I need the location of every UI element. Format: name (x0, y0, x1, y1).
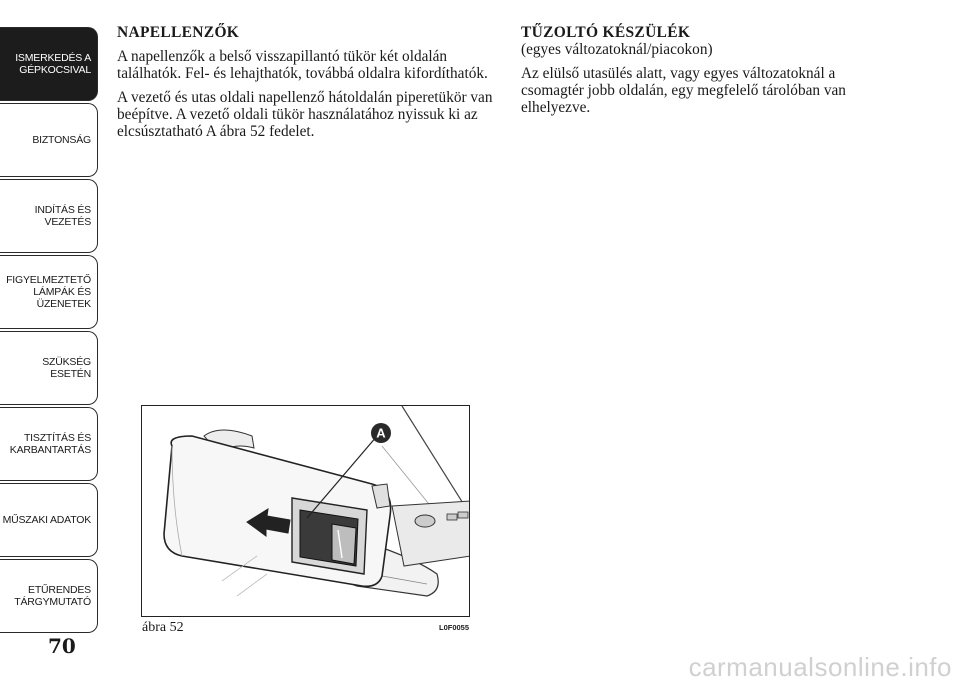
left-column: NAPELLENZŐK A napellenzők a belső vissza… (117, 24, 497, 140)
figure-caption: ábra 52 (142, 620, 184, 635)
tab-muszaki[interactable]: MŰSZAKI ADATOK (0, 483, 98, 557)
tab-label: SZÜKSÉG ESETÉN (42, 356, 91, 380)
page-number: 70 (48, 634, 76, 658)
tab-szukseg[interactable]: SZÜKSÉG ESETÉN (0, 331, 98, 405)
paragraph: Az elülső utasülés alatt, vagy egyes vál… (521, 65, 846, 116)
tab-label: BIZTONSÁG (32, 134, 91, 146)
tab-label: INDÍTÁS ÉS VEZETÉS (34, 204, 92, 228)
sun-visor-drawing: A (163, 406, 469, 597)
right-column: TŰZOLTÓ KÉSZÜLÉK (egyes változatoknál/pi… (521, 24, 901, 116)
tab-label: ETŰRENDES TÁRGYMUTATÓ (14, 584, 91, 608)
tab-ismerkedes[interactable]: ISMERKEDÉS A GÉPKOCSIVAL (0, 27, 98, 101)
sun-visor-illustration: A (141, 405, 470, 617)
tab-label: ISMERKEDÉS A GÉPKOCSIVAL (15, 52, 91, 76)
watermark-text: carmanualsonline.info (688, 652, 952, 682)
tab-label: TISZTÍTÁS ÉS KARBANTARTÁS (9, 432, 91, 456)
callout-a-label: A (376, 426, 386, 441)
tab-figyelmezteto[interactable]: FIGYELMEZTETŐ LÁMPÁK ÉS ÜZENETEK (0, 255, 98, 329)
tab-label: MŰSZAKI ADATOK (2, 514, 92, 526)
tab-biztonsag[interactable]: BIZTONSÁG (0, 103, 98, 177)
callout-a-badge (371, 423, 391, 443)
section-subheading: (egyes változatoknál/piacokon) (521, 41, 713, 58)
figure-code: L0F0055 (439, 623, 470, 632)
paragraph: A napellenzők a belső visszapillantó tük… (117, 48, 488, 82)
tab-inditas[interactable]: INDÍTÁS ÉS VEZETÉS (0, 179, 98, 253)
section-heading-napellenzok: NAPELLENZŐK (117, 24, 240, 41)
tab-targymutato[interactable]: ETŰRENDES TÁRGYMUTATÓ (0, 559, 98, 633)
section-heading-tuzolto: TŰZOLTÓ KÉSZÜLÉK (521, 24, 691, 41)
tab-tisztitas[interactable]: TISZTÍTÁS ÉS KARBANTARTÁS (0, 407, 98, 481)
paragraph: A vezető és utas oldali napellenző hátol… (117, 89, 493, 140)
tab-label: FIGYELMEZTETŐ LÁMPÁK ÉS ÜZENETEK (6, 274, 91, 310)
